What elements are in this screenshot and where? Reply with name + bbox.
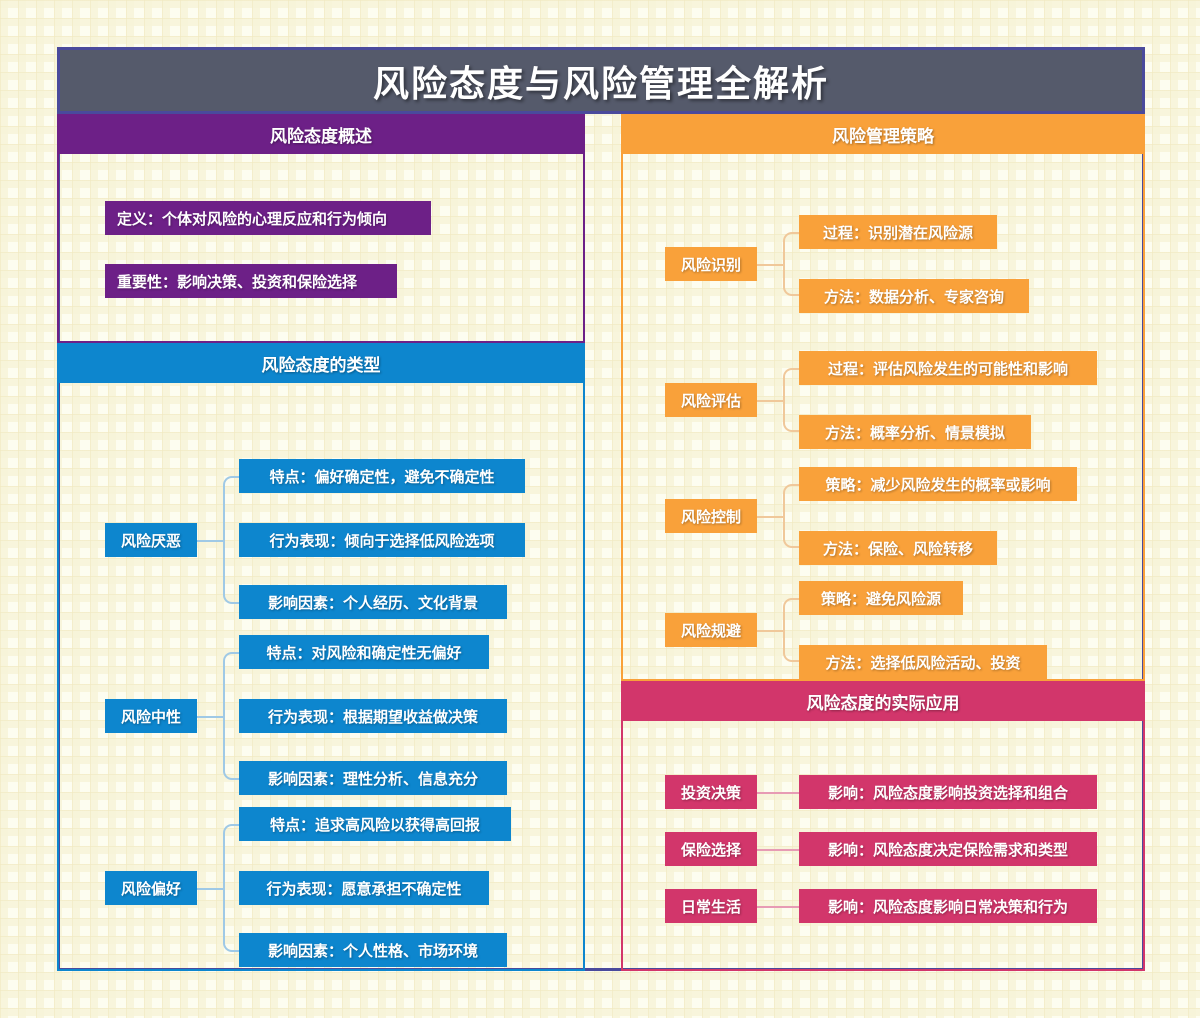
strategy-branch-label-3[interactable]: 风险规避 <box>665 613 757 647</box>
types-child-1-2[interactable]: 影响因素：理性分析、信息充分 <box>239 761 507 795</box>
panel-apply-header: 风险态度的实际应用 <box>621 681 1145 721</box>
types-child-0-1[interactable]: 行为表现：倾向于选择低风险选项 <box>239 523 525 557</box>
types-branch-bracket-1 <box>223 652 243 780</box>
types-child-1-0[interactable]: 特点：对风险和确定性无偏好 <box>239 635 489 669</box>
types-branch-label-0[interactable]: 风险厌恶 <box>105 523 197 557</box>
types-branch-stem-1 <box>197 716 223 718</box>
strategy-branch-bracket-3 <box>783 598 803 662</box>
strategy-child-2-0[interactable]: 策略：减少风险发生的概率或影响 <box>799 467 1077 501</box>
strategy-branch-label-0[interactable]: 风险识别 <box>665 247 757 281</box>
apply-row-connector-1 <box>757 849 801 851</box>
strategy-branch-bracket-1 <box>783 368 803 432</box>
types-branch-bracket-2 <box>223 824 243 952</box>
overview-item-importance[interactable]: 重要性：影响决策、投资和保险选择 <box>105 264 397 298</box>
apply-row-label-1[interactable]: 保险选择 <box>665 832 757 866</box>
panel-apply-body: 投资决策 影响：风险态度影响投资选择和组合 保险选择 影响：风险态度决定保险需求… <box>621 721 1145 971</box>
panel-types-body: 风险厌恶 特点：偏好确定性，避免不确定性 行为表现：倾向于选择低风险选项 影响因… <box>57 383 585 971</box>
types-child-2-1[interactable]: 行为表现：愿意承担不确定性 <box>239 871 489 905</box>
panel-overview: 风险态度概述 定义：个体对风险的心理反应和行为倾向 重要性：影响决策、投资和保险… <box>57 114 585 343</box>
apply-row-connector-0 <box>757 792 801 794</box>
strategy-child-3-0[interactable]: 策略：避免风险源 <box>799 581 963 615</box>
strategy-branch-label-1[interactable]: 风险评估 <box>665 383 757 417</box>
types-child-0-0[interactable]: 特点：偏好确定性，避免不确定性 <box>239 459 525 493</box>
types-branch-stem-2 <box>197 888 223 890</box>
types-child-0-2[interactable]: 影响因素：个人经历、文化背景 <box>239 585 507 619</box>
strategy-child-0-1[interactable]: 方法：数据分析、专家咨询 <box>799 279 1029 313</box>
strategy-branch-bracket-2 <box>783 484 803 548</box>
diagram-title-bar: 风险态度与风险管理全解析 <box>57 47 1145 114</box>
types-child-2-0[interactable]: 特点：追求高风险以获得高回报 <box>239 807 511 841</box>
page-title: 风险态度与风险管理全解析 <box>372 62 829 104</box>
types-child-2-2[interactable]: 影响因素：个人性格、市场环境 <box>239 933 507 967</box>
strategy-child-1-1[interactable]: 方法：概率分析、情景模拟 <box>799 415 1031 449</box>
strategy-child-2-1[interactable]: 方法：保险、风险转移 <box>799 531 997 565</box>
strategy-branch-stem-0 <box>757 264 783 266</box>
types-child-1-1[interactable]: 行为表现：根据期望收益做决策 <box>239 699 507 733</box>
strategy-child-1-0[interactable]: 过程：评估风险发生的可能性和影响 <box>799 351 1097 385</box>
panel-apply: 风险态度的实际应用 投资决策 影响：风险态度影响投资选择和组合 保险选择 影响：… <box>621 681 1145 971</box>
types-branch-stem-0 <box>197 540 223 542</box>
panel-strategy-header: 风险管理策略 <box>621 114 1145 154</box>
panel-overview-body: 定义：个体对风险的心理反应和行为倾向 重要性：影响决策、投资和保险选择 <box>57 154 585 343</box>
panel-strategy: 风险管理策略 风险识别 过程：识别潜在风险源 方法：数据分析、专家咨询 风险评估… <box>621 114 1145 681</box>
strategy-branch-stem-3 <box>757 630 783 632</box>
strategy-branch-stem-1 <box>757 400 783 402</box>
apply-row-value-2[interactable]: 影响：风险态度影响日常决策和行为 <box>799 889 1097 923</box>
apply-row-value-1[interactable]: 影响：风险态度决定保险需求和类型 <box>799 832 1097 866</box>
apply-row-connector-2 <box>757 906 801 908</box>
types-branch-label-2[interactable]: 风险偏好 <box>105 871 197 905</box>
strategy-branch-label-2[interactable]: 风险控制 <box>665 499 757 533</box>
strategy-branch-bracket-0 <box>783 232 803 296</box>
overview-item-definition[interactable]: 定义：个体对风险的心理反应和行为倾向 <box>105 201 431 235</box>
types-branch-bracket-0 <box>223 476 243 604</box>
panel-types-header: 风险态度的类型 <box>57 343 585 383</box>
panel-strategy-body: 风险识别 过程：识别潜在风险源 方法：数据分析、专家咨询 风险评估 过程：评估风… <box>621 154 1145 681</box>
panel-overview-header: 风险态度概述 <box>57 114 585 154</box>
panel-types: 风险态度的类型 风险厌恶 特点：偏好确定性，避免不确定性 行为表现：倾向于选择低… <box>57 343 585 971</box>
apply-row-value-0[interactable]: 影响：风险态度影响投资选择和组合 <box>799 775 1097 809</box>
strategy-child-3-1[interactable]: 方法：选择低风险活动、投资 <box>799 645 1047 679</box>
strategy-child-0-0[interactable]: 过程：识别潜在风险源 <box>799 215 997 249</box>
types-branch-label-1[interactable]: 风险中性 <box>105 699 197 733</box>
apply-row-label-2[interactable]: 日常生活 <box>665 889 757 923</box>
strategy-branch-stem-2 <box>757 516 783 518</box>
apply-row-label-0[interactable]: 投资决策 <box>665 775 757 809</box>
